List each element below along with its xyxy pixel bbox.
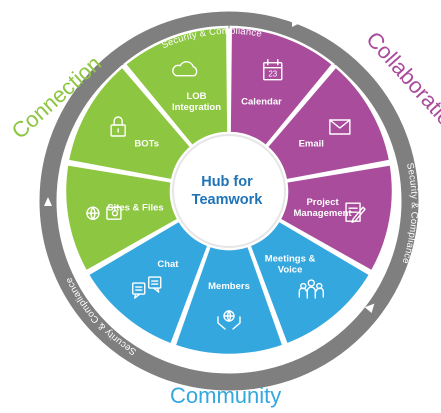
segment-label-sites: Sites & Files bbox=[107, 202, 164, 213]
hands-globe-icon bbox=[217, 310, 241, 330]
ring-arrow-left-icon bbox=[44, 197, 52, 206]
cloud-icon bbox=[172, 61, 198, 77]
segment-members bbox=[172, 244, 286, 357]
segment-label-members: Members bbox=[208, 281, 250, 292]
calendar-icon: 23 bbox=[263, 59, 283, 81]
segment-label-chat: Chat bbox=[157, 259, 179, 270]
ring-arrow-right-icon bbox=[364, 303, 375, 314]
quadrant-label-community: Community bbox=[170, 383, 281, 408]
document-pen-icon bbox=[345, 202, 366, 223]
hub-circle bbox=[172, 134, 286, 248]
segment-calendar bbox=[228, 25, 335, 148]
ring-arrow-top-icon bbox=[292, 18, 302, 27]
svg-text:23: 23 bbox=[268, 70, 277, 79]
segment-email bbox=[264, 64, 392, 182]
segment-label-calendar: Calendar bbox=[241, 97, 282, 108]
people-icon bbox=[298, 279, 324, 299]
segment-project bbox=[277, 162, 395, 274]
segment-label-email: Email bbox=[299, 139, 324, 150]
segment-lob bbox=[123, 25, 230, 148]
segment-sites bbox=[63, 162, 181, 274]
globe-safe-icon bbox=[86, 206, 122, 220]
hub-title-line2: Teamwork bbox=[192, 192, 264, 208]
segment-label-bots: BOTs bbox=[134, 139, 159, 150]
lock-icon bbox=[110, 116, 126, 137]
hub-title-line1: Hub for bbox=[201, 174, 253, 190]
segment-bots bbox=[66, 64, 194, 182]
chat-bubbles-icon bbox=[132, 276, 162, 299]
segment-label-meetings: Meetings &Voice bbox=[265, 253, 316, 275]
segment-meetings bbox=[247, 218, 372, 347]
envelope-icon bbox=[329, 119, 351, 135]
